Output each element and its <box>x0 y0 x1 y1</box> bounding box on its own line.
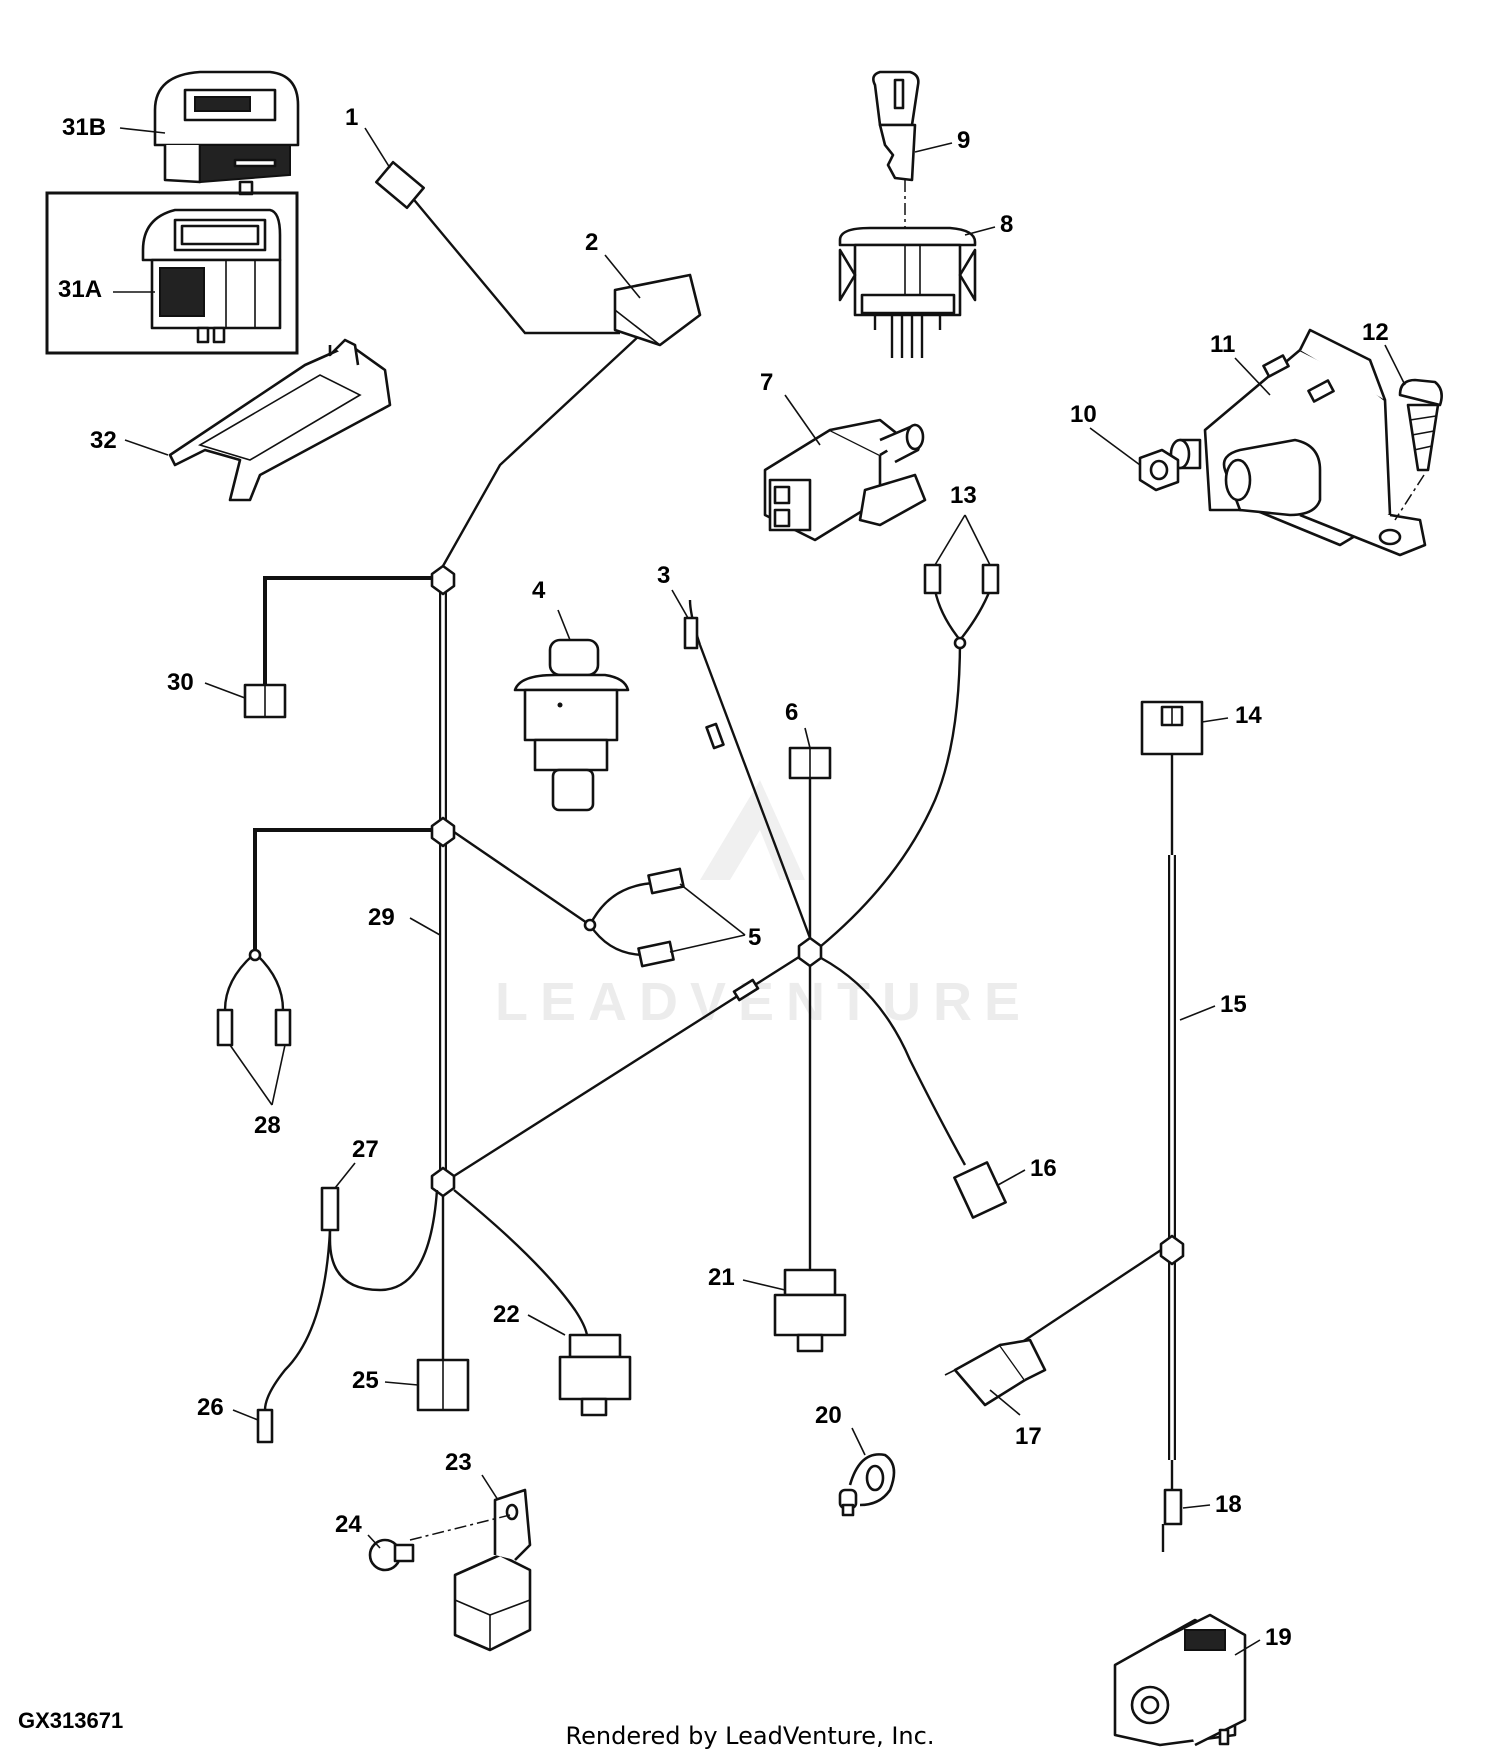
callout-24: 24 <box>335 1511 362 1538</box>
callout-2: 2 <box>585 229 598 256</box>
part-19-switch <box>1113 1613 1247 1747</box>
part-31a-switch <box>141 208 282 344</box>
part-28-terminals <box>216 1008 292 1047</box>
part-4-plunger-switch <box>513 638 630 812</box>
callout-4: 4 <box>532 577 546 604</box>
part-5-terminals <box>637 867 685 968</box>
callout-29: 29 <box>368 904 395 931</box>
part-26-terminal <box>256 1408 274 1444</box>
callout-25: 25 <box>352 1367 379 1394</box>
callout-16: 16 <box>1030 1155 1057 1182</box>
part-25-connector <box>416 1358 470 1412</box>
part-1-connector <box>375 160 425 210</box>
callout-31b: 31B <box>62 114 106 141</box>
leader-lines <box>113 127 1406 1656</box>
callout-17: 17 <box>1015 1423 1042 1450</box>
callout-3: 3 <box>657 562 670 589</box>
harness-junction <box>430 816 456 848</box>
part-31b-switch <box>153 70 300 196</box>
part-8-ignition-switch <box>838 226 977 358</box>
part-17-connector <box>944 1338 1047 1407</box>
part-27-terminal <box>320 1186 340 1232</box>
callout-21: 21 <box>708 1264 735 1291</box>
part-31a-frame <box>45 191 299 355</box>
callout-27: 27 <box>352 1136 379 1163</box>
part-20-clamp <box>838 1453 896 1517</box>
part-2-connector <box>613 273 702 347</box>
secondary-harness <box>1009 755 1185 1495</box>
callout-32: 32 <box>90 427 117 454</box>
callout-14: 14 <box>1235 702 1262 729</box>
callout-30: 30 <box>167 669 194 696</box>
callout-26: 26 <box>197 1394 224 1421</box>
callout-18: 18 <box>1215 1491 1242 1518</box>
callout-15: 15 <box>1220 991 1247 1018</box>
callout-labels: 1 2 3 4 5 6 7 8 9 10 11 12 13 14 15 16 1… <box>58 104 1389 1651</box>
harness-junction <box>797 936 823 968</box>
part-11-solenoid <box>1169 328 1427 557</box>
part-14-connector <box>1140 700 1204 756</box>
callout-31a: 31A <box>58 276 102 303</box>
callout-1: 1 <box>345 104 358 131</box>
harness-junction <box>430 1166 456 1198</box>
callout-20: 20 <box>815 1402 842 1429</box>
part-12-screw <box>1394 378 1443 521</box>
callout-28: 28 <box>254 1112 281 1139</box>
callout-9: 9 <box>957 127 970 154</box>
callout-12: 12 <box>1362 319 1389 346</box>
callout-6: 6 <box>785 699 798 726</box>
figure-id: GX313671 <box>18 1708 124 1733</box>
callout-13: 13 <box>950 482 977 509</box>
harness-junction <box>430 564 456 596</box>
part-32-bezel <box>168 338 392 502</box>
callout-11: 11 <box>1210 331 1235 358</box>
part-3-terminal <box>683 616 699 650</box>
callout-8: 8 <box>1000 211 1013 238</box>
part-9-key <box>872 70 920 230</box>
callout-19: 19 <box>1265 1624 1292 1651</box>
callout-5: 5 <box>748 924 761 951</box>
callout-22: 22 <box>493 1301 520 1328</box>
part-24-screw <box>368 1538 415 1572</box>
part-7-switch <box>763 418 927 542</box>
part-21-relay <box>773 1268 847 1353</box>
callout-10: 10 <box>1070 401 1097 428</box>
render-credit: Rendered by LeadVenture, Inc. <box>565 1722 935 1750</box>
harness-junction <box>1159 1234 1185 1266</box>
watermark: LEADVENTURE <box>495 780 1032 1032</box>
part-23-relay <box>409 1488 532 1652</box>
part-22-relay <box>558 1333 632 1417</box>
watermark-text: LEADVENTURE <box>495 972 1032 1032</box>
callout-23: 23 <box>445 1449 472 1476</box>
callout-7: 7 <box>760 369 773 396</box>
main-harness <box>223 194 992 1411</box>
part-16-connector <box>953 1161 1007 1219</box>
part-13-terminals <box>923 563 1000 595</box>
part-18-terminal <box>1161 1488 1183 1552</box>
